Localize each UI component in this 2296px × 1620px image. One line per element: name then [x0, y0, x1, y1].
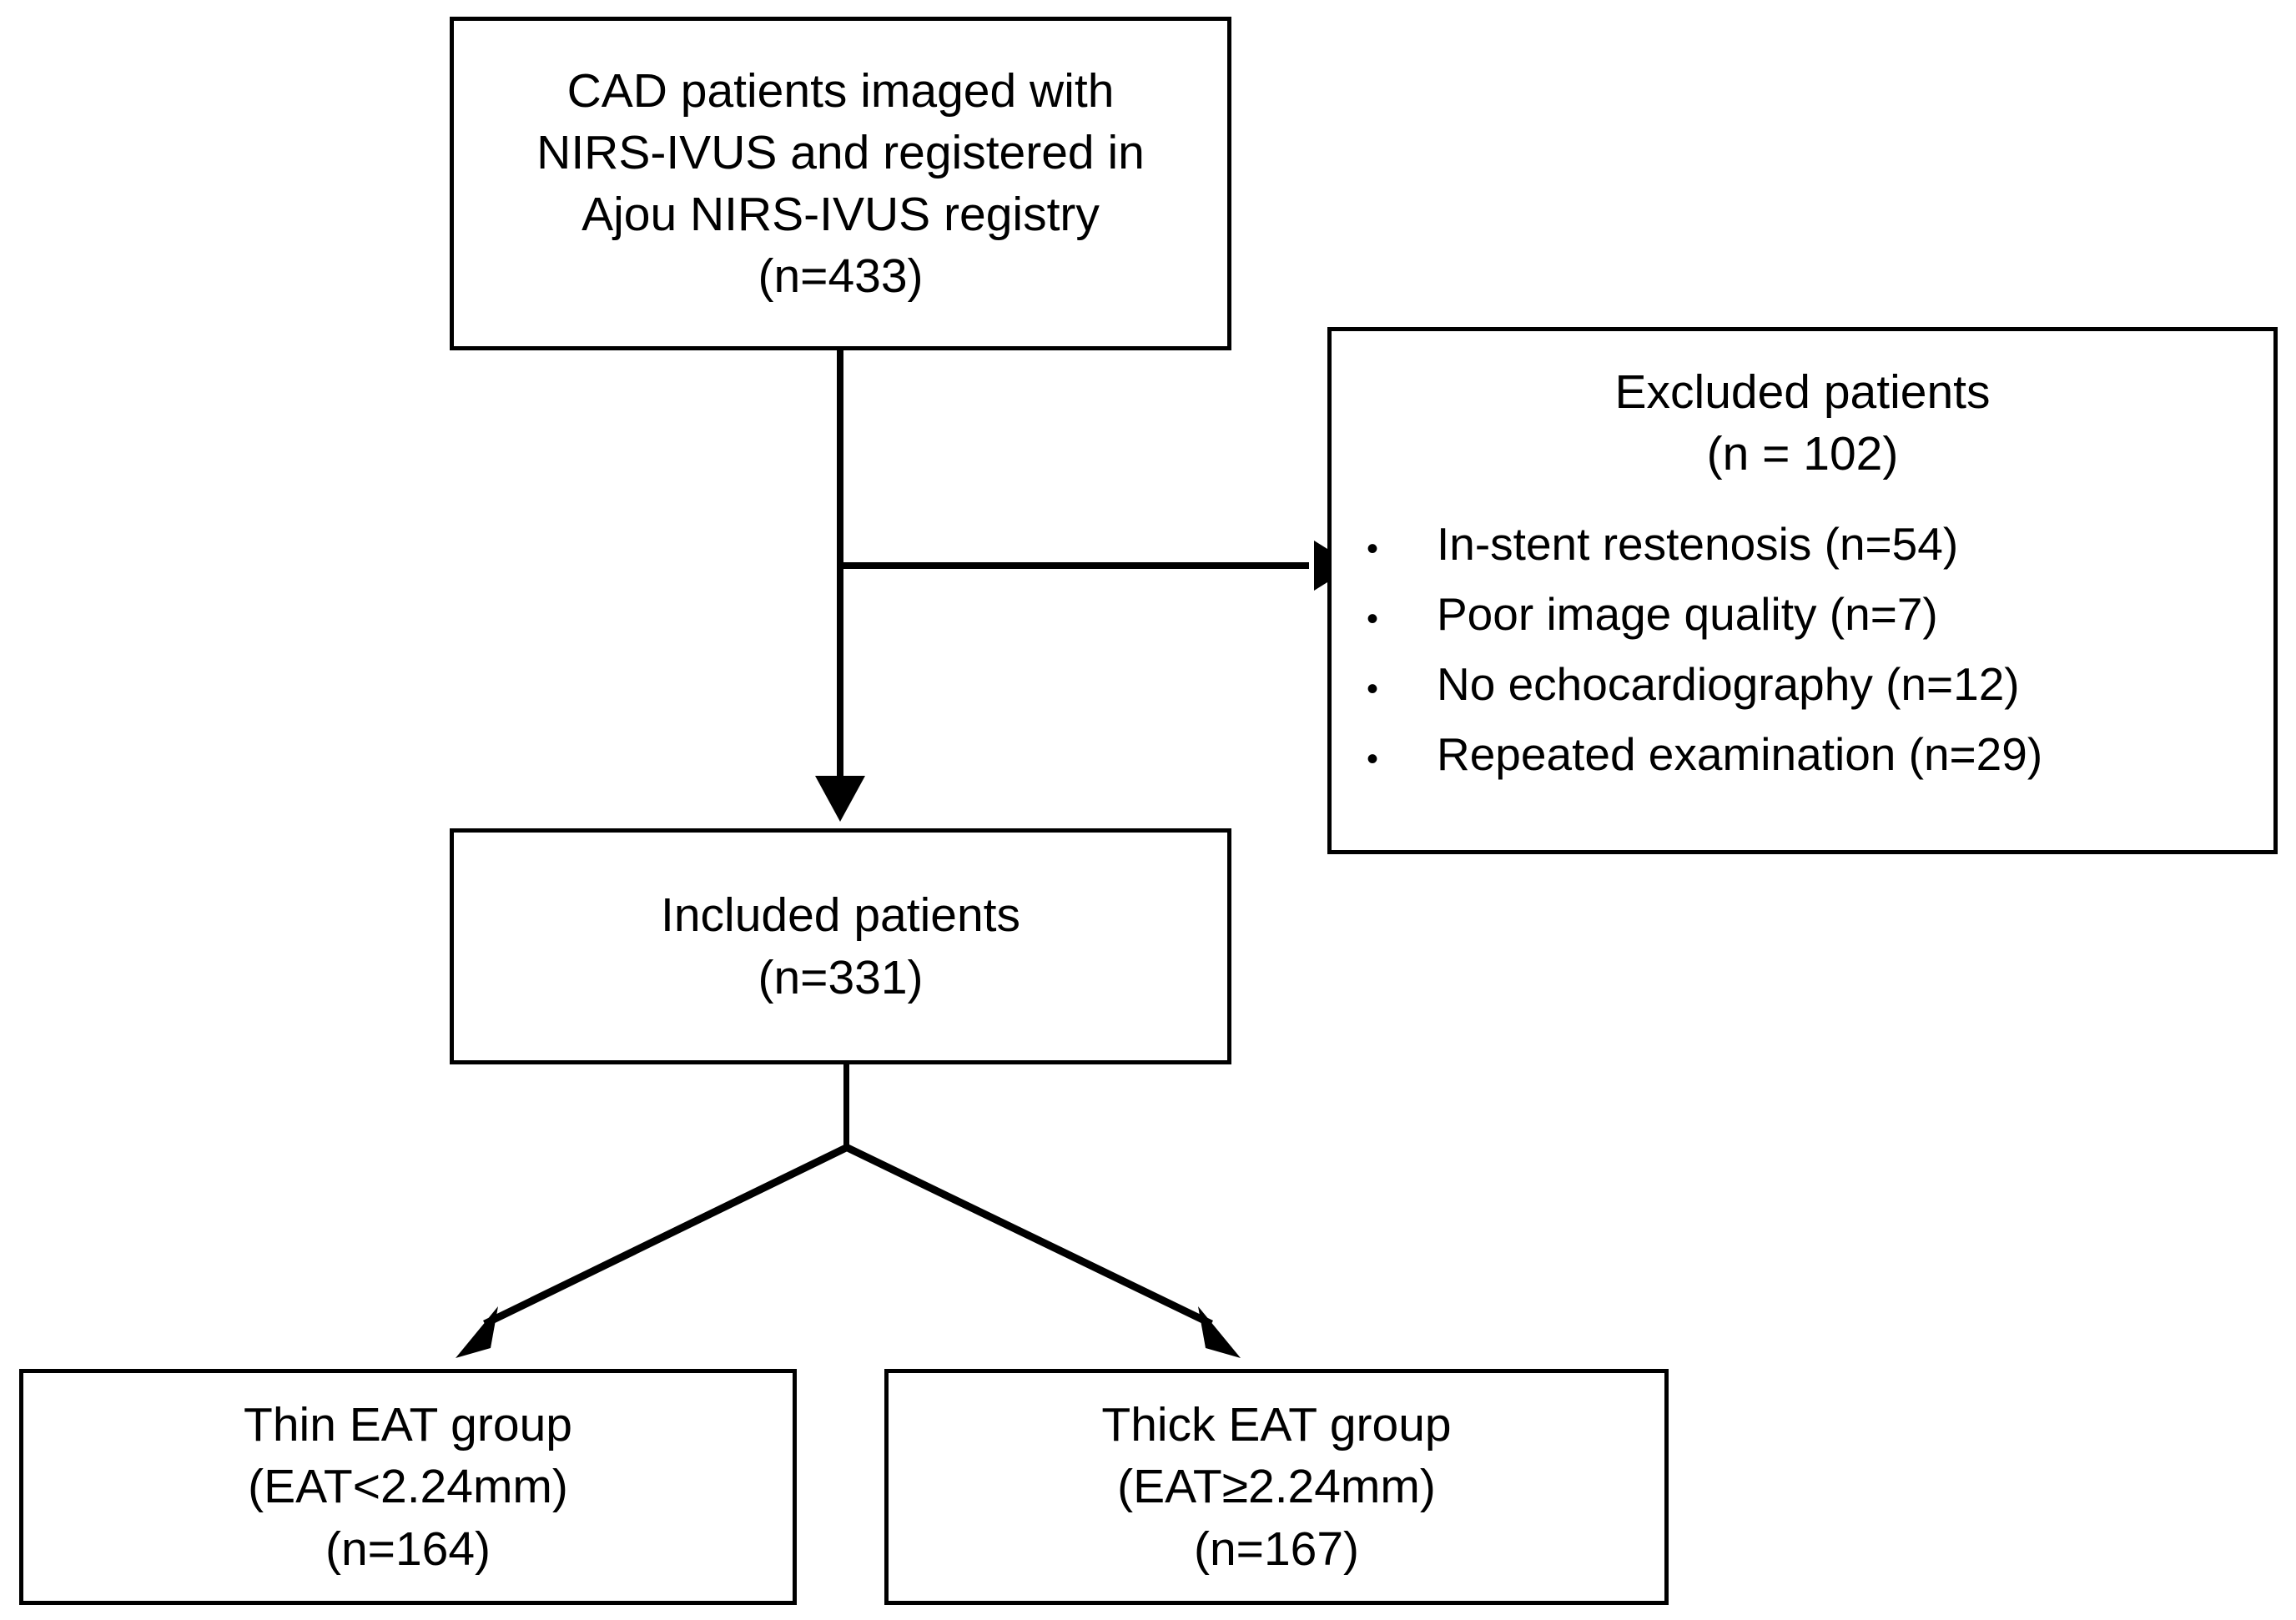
excluded-reason-list: • In-stent restenosis (n=54) • Poor imag… — [1332, 521, 2273, 802]
arrowhead-to-thin — [456, 1306, 498, 1358]
source-line-1: CAD patients imaged with — [566, 63, 1115, 118]
connector-source-trunk — [837, 350, 843, 788]
node-thin-eat-group: Thin EAT group (EAT<2.24mm) (n=164) — [19, 1369, 797, 1605]
connector-split-stem — [843, 1064, 849, 1150]
excluded-reason-label: No echocardiography (n=12) — [1437, 658, 2020, 711]
connector-to-thick-line — [846, 1144, 1213, 1328]
bullet-icon: • — [1367, 601, 1379, 638]
thin-group-count: (n=164) — [325, 1522, 491, 1576]
source-line-2: NIRS-IVUS and registered in — [536, 125, 1145, 179]
excluded-reason-label: Repeated examination (n=29) — [1437, 728, 2043, 781]
thin-group-label: Thin EAT group — [244, 1398, 572, 1452]
list-item: • Poor image quality (n=7) — [1332, 591, 2273, 637]
source-count: (n=433) — [758, 249, 924, 304]
node-included-patients: Included patients (n=331) — [450, 828, 1231, 1064]
excluded-heading: Excluded patients (n = 102) — [1332, 361, 2273, 485]
thick-group-criterion: (EAT≥2.24mm) — [1117, 1460, 1436, 1514]
excluded-heading-label: Excluded patients — [1614, 365, 1991, 419]
node-source-cohort: CAD patients imaged with NIRS-IVUS and r… — [450, 17, 1231, 350]
node-excluded-patients: Excluded patients (n = 102) • In-stent r… — [1327, 327, 2278, 854]
excluded-count: (n = 102) — [1706, 427, 1899, 481]
thick-group-label: Thick EAT group — [1101, 1398, 1452, 1452]
connector-to-thin-line — [483, 1144, 848, 1328]
excluded-reason-label: In-stent restenosis (n=54) — [1437, 518, 1959, 571]
bullet-icon: • — [1367, 671, 1379, 708]
connector-to-excluded-line — [837, 562, 1309, 569]
excluded-reason-label: Poor image quality (n=7) — [1437, 588, 1938, 641]
source-line-3: Ajou NIRS-IVUS registry — [582, 188, 1100, 241]
included-count: (n=331) — [758, 950, 924, 1004]
arrowhead-to-thick — [1198, 1306, 1241, 1358]
node-thick-eat-group: Thick EAT group (EAT≥2.24mm) (n=167) — [884, 1369, 1669, 1605]
bullet-icon: • — [1367, 531, 1379, 568]
list-item: • Repeated examination (n=29) — [1332, 732, 2273, 777]
list-item: • No echocardiography (n=12) — [1332, 662, 2273, 707]
thick-group-count: (n=167) — [1193, 1522, 1360, 1576]
bullet-icon: • — [1367, 741, 1379, 778]
list-item: • In-stent restenosis (n=54) — [1332, 521, 2273, 567]
included-label: Included patients — [661, 888, 1020, 943]
thin-group-criterion: (EAT<2.24mm) — [248, 1460, 568, 1514]
